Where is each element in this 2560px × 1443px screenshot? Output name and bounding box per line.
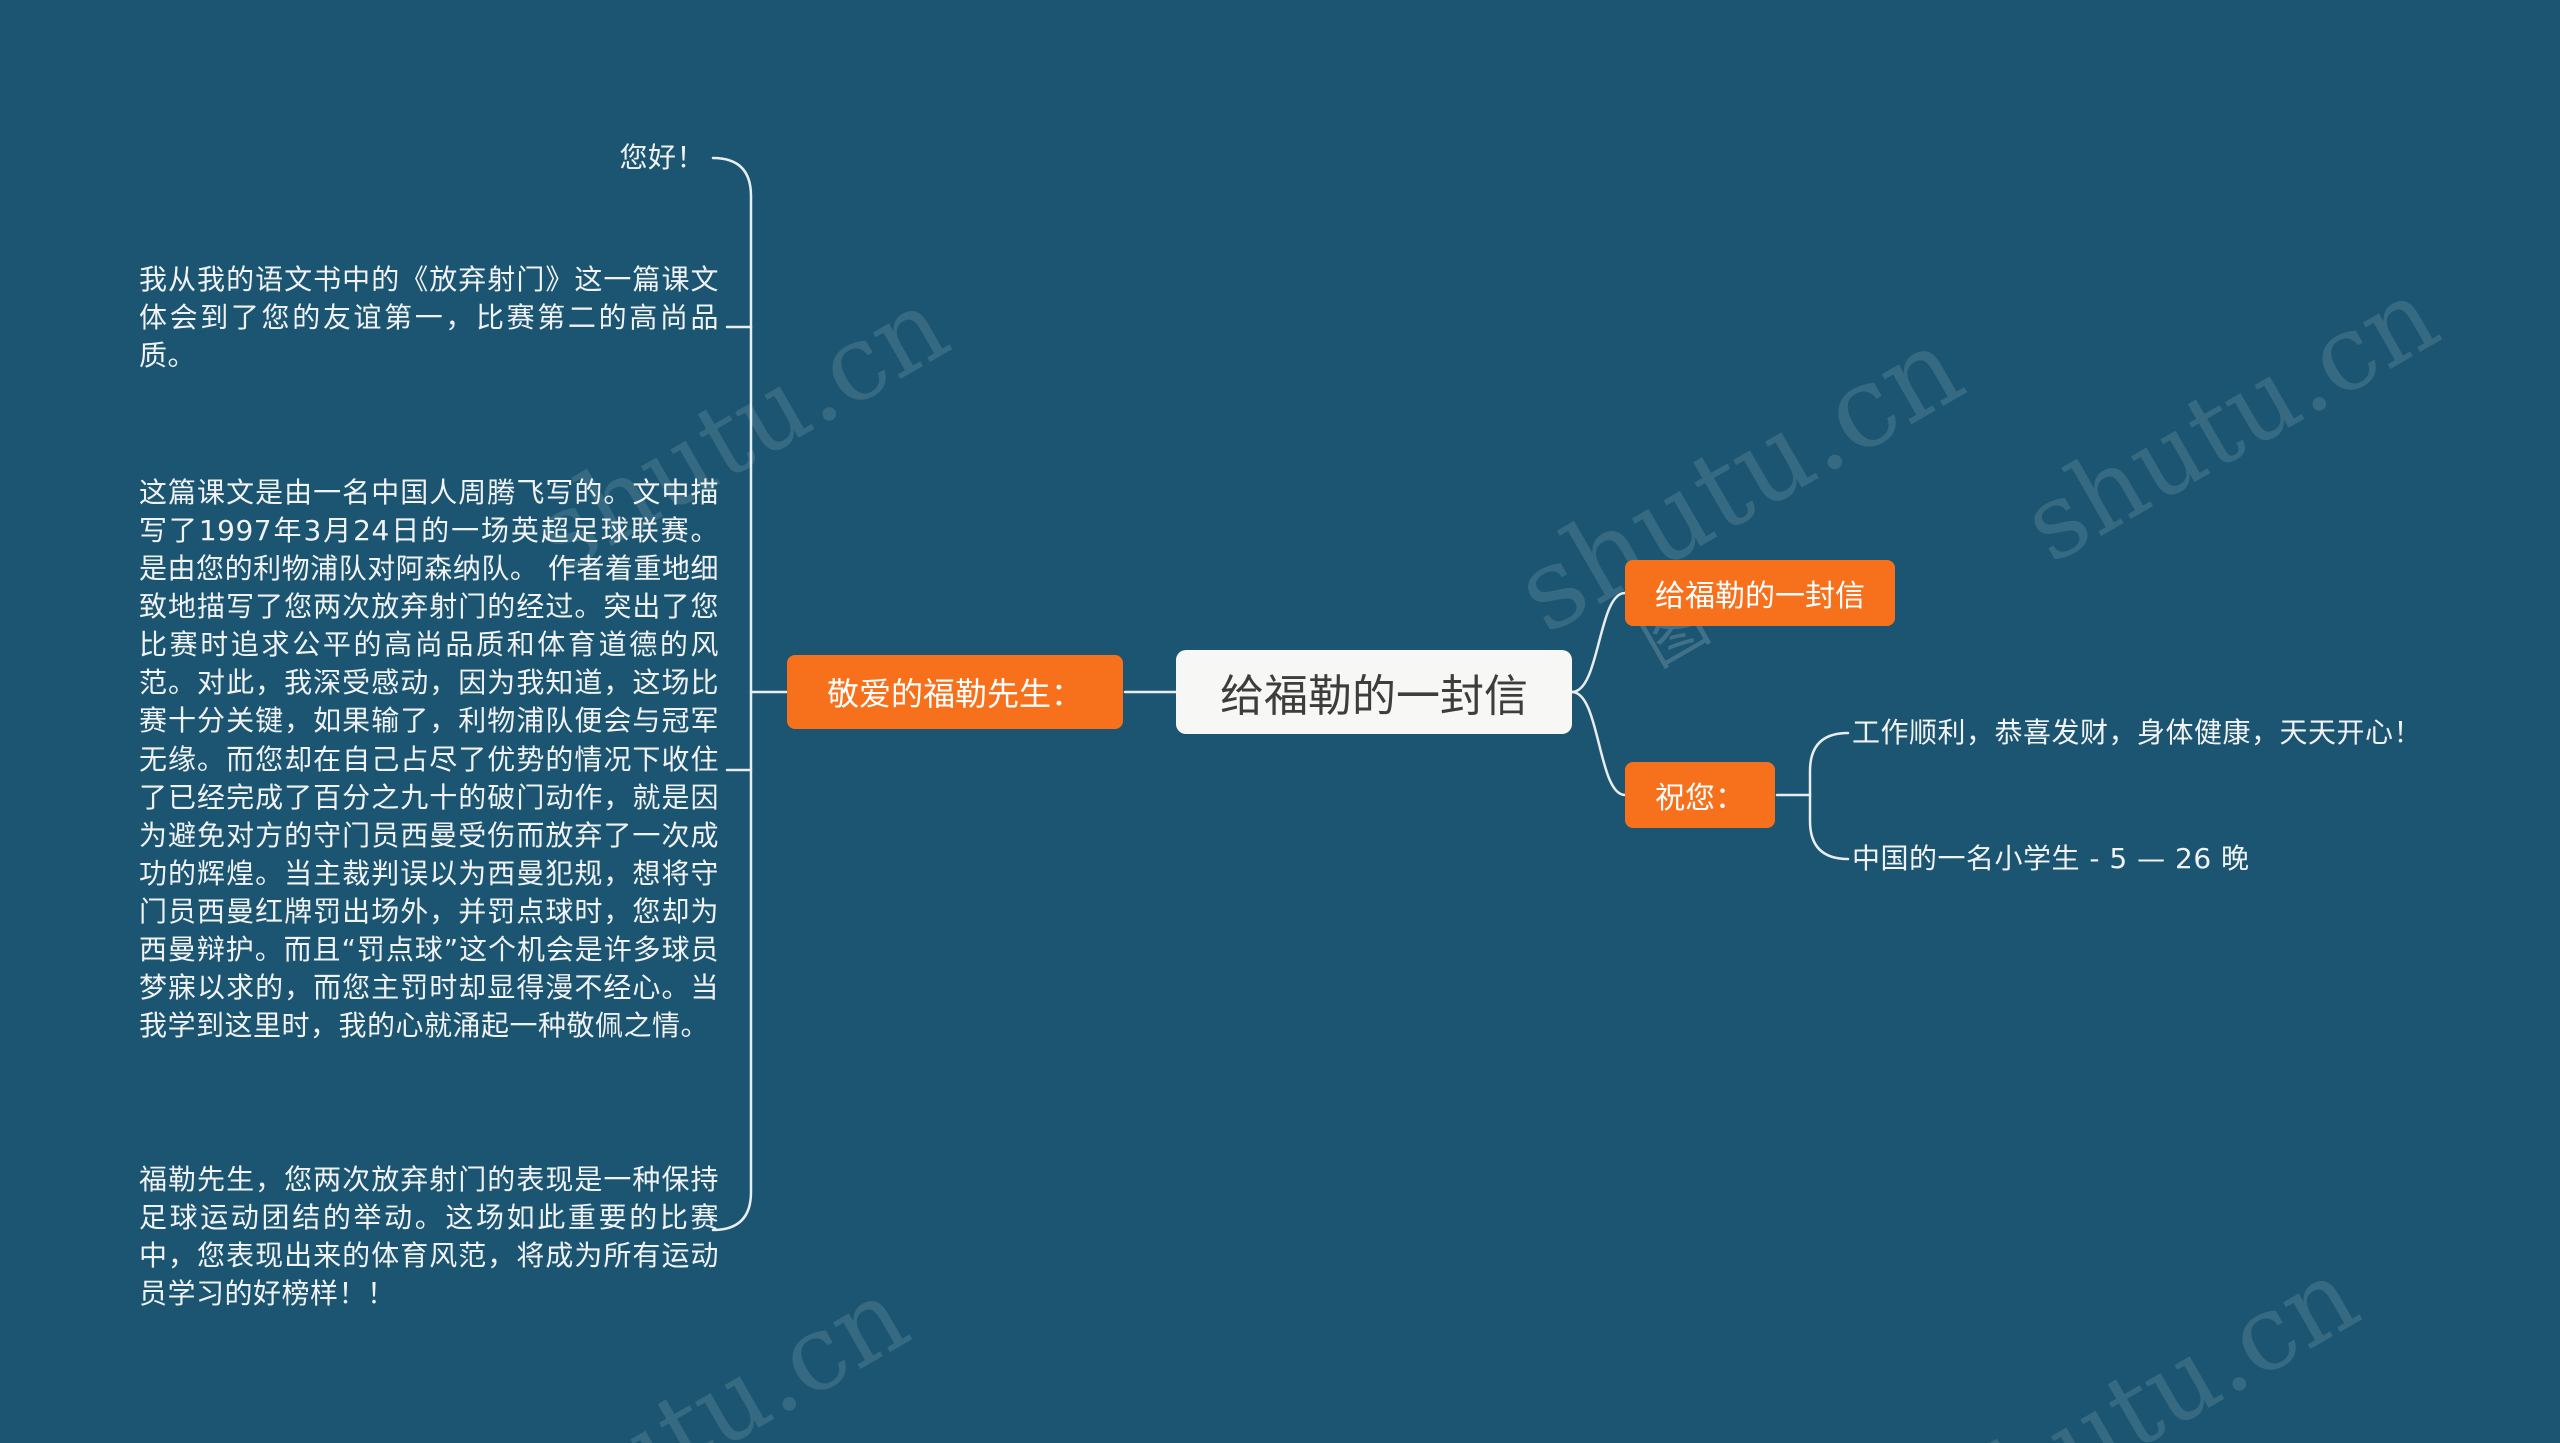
- central-topic-node[interactable]: 给福勒的一封信: [1176, 650, 1572, 734]
- central-to-right-node-1: [1570, 591, 1627, 694]
- right-bracket-line: [1808, 731, 1850, 861]
- paragraph-3[interactable]: 福勒先生，您两次放弃射门的表现是一种保持足球运动团结的举动。这场如此重要的比赛中…: [139, 1163, 719, 1311]
- wish-text[interactable]: 工作顺利，恭喜发财，身体健康，天天开心！: [1852, 716, 2423, 749]
- signature-text[interactable]: 中国的一名小学生 - 5 — 26 晚: [1852, 842, 2250, 875]
- central-to-right-node-2: [1570, 690, 1627, 797]
- paragraph-1[interactable]: 我从我的语文书中的《放弃射门》这一篇课文体会到了您的友谊第一，比赛第二的高尚品质…: [139, 263, 719, 373]
- watermark-text: shutu.cn: [1922, 1233, 2378, 1443]
- paragraph-2[interactable]: 这篇课文是由一名中国人周腾飞写的。文中描写了1997年3月24日的一场英超足球联…: [139, 476, 719, 1043]
- watermark-text: shutu.cn: [2002, 253, 2458, 587]
- greeting-text[interactable]: 您好！: [619, 141, 705, 174]
- node-dear-mr-fowler[interactable]: 敬爱的福勒先生：: [787, 655, 1124, 729]
- node-letter-to-fowler[interactable]: 给福勒的一封信: [1625, 560, 1895, 626]
- node-wish-you[interactable]: 祝您：: [1625, 762, 1775, 828]
